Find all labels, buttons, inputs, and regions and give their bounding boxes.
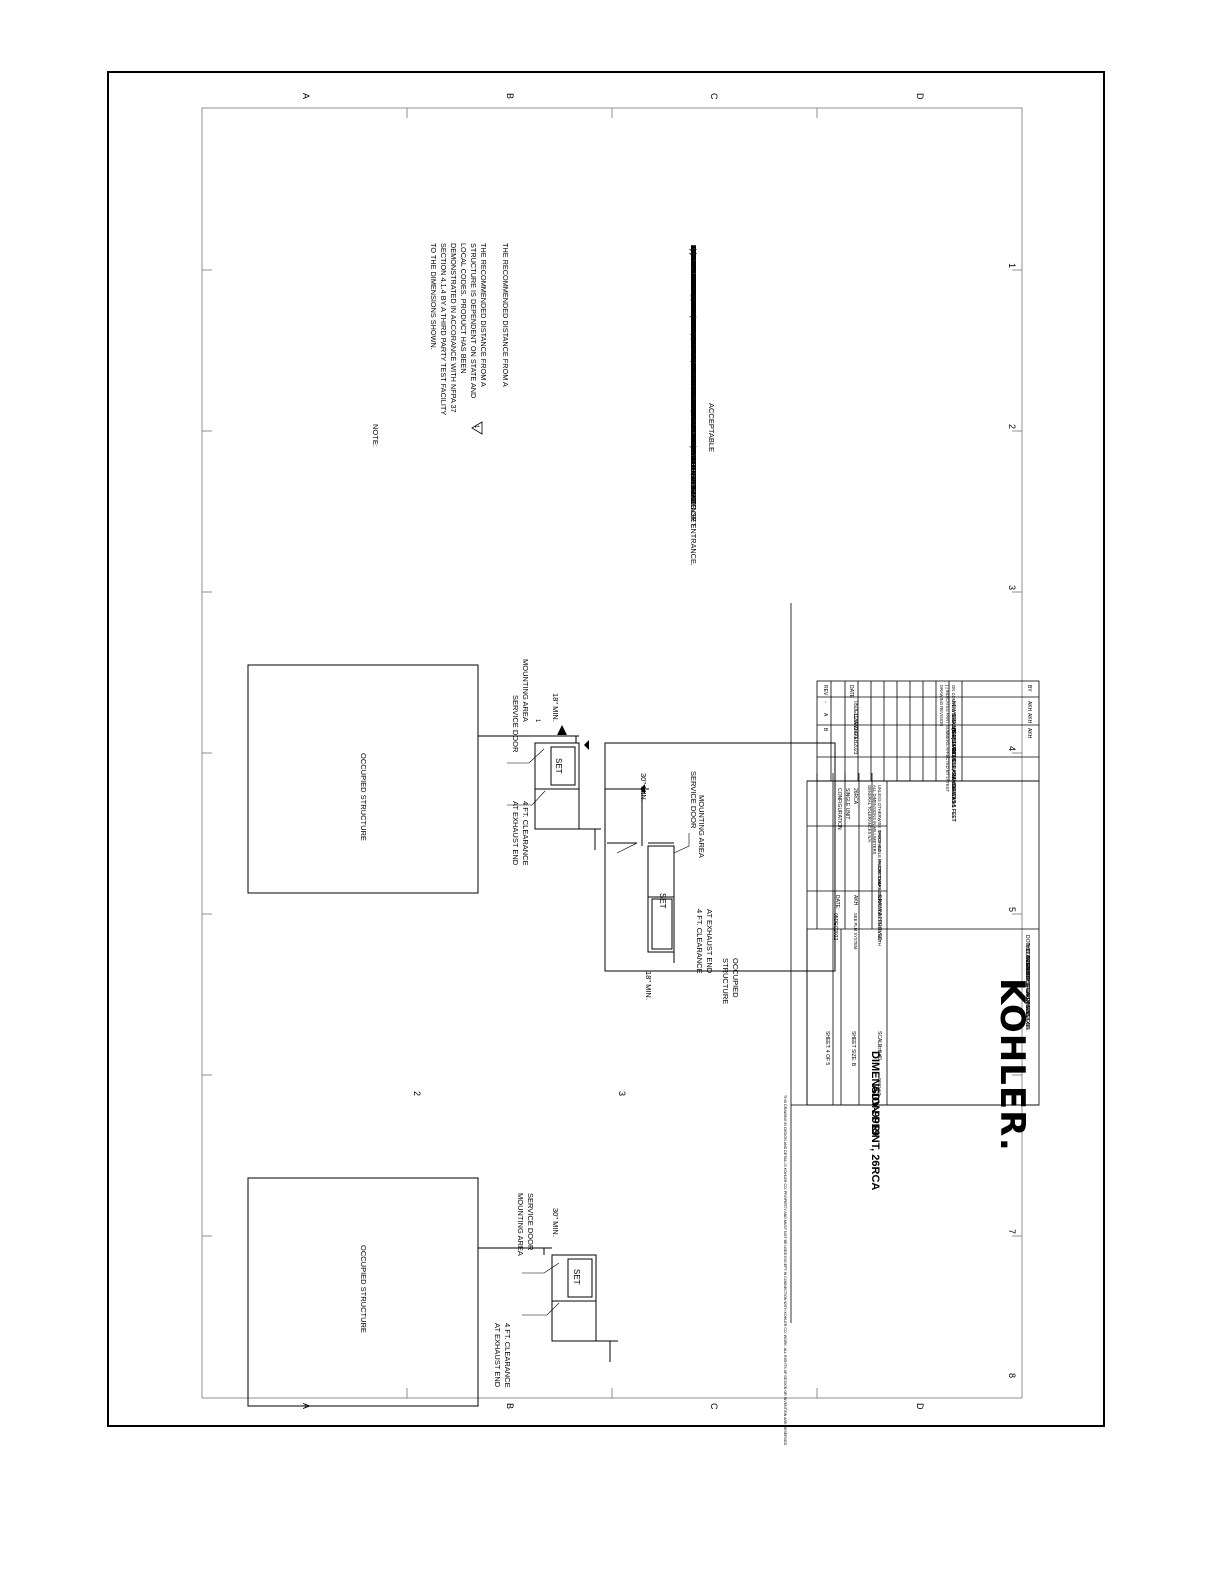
zone-top-1: 1 bbox=[1007, 263, 1017, 269]
structure-3-outline bbox=[247, 1177, 479, 1407]
zone-title-3: 3 bbox=[617, 1091, 627, 1097]
drawing-number: ADV-9919 bbox=[869, 1085, 881, 1136]
disclaimer: THIS DRAWING IN DESIGN AND DETAIL IS KOH… bbox=[783, 1095, 787, 1447]
rev-row-desc2: CLEARANCE, SEE SHEET 5 bbox=[950, 738, 956, 804]
drawn-date: 05DEC2022 bbox=[832, 913, 838, 941]
zone-side-d-right: D bbox=[915, 1403, 925, 1410]
structure-1-label: OCCUPIED STRUCTURE bbox=[359, 753, 368, 841]
clearance-label-1a: 4 FT. CLEARANCE bbox=[521, 801, 530, 866]
zone-top-5: 5 bbox=[1007, 907, 1017, 913]
zone-top-4: 4 bbox=[1007, 746, 1017, 752]
sheet-size-label: SHEET SIZE: B bbox=[850, 1031, 856, 1067]
kohler-logo: KOHLER. bbox=[992, 978, 1032, 1152]
note-label: NOTE: bbox=[371, 424, 380, 447]
service-door-label-3: SERVICE DOOR bbox=[526, 1193, 535, 1251]
title-block-lines bbox=[790, 603, 1040, 1323]
rev-header-rev: REV bbox=[822, 685, 828, 696]
approved-label: APPROVED: bbox=[876, 913, 882, 943]
rev-header-by: BY bbox=[1026, 685, 1032, 692]
note-line: STRUCTURE IS DEPENDENT ON STATE AND bbox=[469, 243, 478, 399]
rev-row-by: AKH bbox=[1026, 728, 1032, 739]
config-label-line: CONFIGURATION bbox=[836, 788, 842, 830]
note-line: SECTION 4.1.4 BY A THIRD PARTY TEST FACI… bbox=[439, 243, 448, 416]
revision-table-lines bbox=[816, 680, 1040, 782]
clearance-label-3a: 4 FT. CLEARANCE bbox=[503, 1323, 512, 1388]
min-18-label-2: 18" MIN. bbox=[644, 971, 653, 1000]
clearance-label-2b: AT EXHAUST END bbox=[705, 909, 714, 974]
set-2-label: SET bbox=[658, 893, 667, 909]
config-label-line: SINGLE UNIT bbox=[844, 788, 850, 820]
rev-header-desc3: DRAWING REVISION bbox=[939, 685, 944, 727]
landscape-drawing: 1 2 3 4 5 6 7 8 D C B A D C B A NOTE: 1 … bbox=[109, 73, 1107, 1446]
structure-2-label-b: STRUCTURE bbox=[721, 958, 730, 1005]
acceptable-item-line: 12) OVERHANGS AND AWNINGS MUST BE A MINI… bbox=[689, 245, 698, 529]
set-1-label: SET bbox=[554, 758, 563, 774]
zone-side-b-right: B bbox=[505, 1403, 515, 1410]
min-30-label-2: 30" MIN. bbox=[639, 773, 648, 802]
config-label-line: 26RCA bbox=[852, 788, 858, 805]
rev-row-by: AKH bbox=[1026, 701, 1032, 712]
zone-top-7: 7 bbox=[1007, 1229, 1017, 1235]
rev-row-by: AKH bbox=[1026, 713, 1032, 724]
rev-row-rev: - bbox=[822, 701, 828, 703]
zone-top-3: 3 bbox=[1007, 585, 1017, 591]
clearance-label-3b: AT EXHAUST END bbox=[493, 1323, 502, 1388]
service-door-label-1: SERVICE DOOR bbox=[511, 695, 520, 753]
note-marker: 1 bbox=[473, 425, 479, 429]
marker-1: 1 bbox=[534, 719, 540, 723]
drawn-by: AKH bbox=[852, 895, 858, 906]
zone-side-b: B bbox=[505, 93, 515, 100]
rev-header-date: DATE bbox=[848, 685, 854, 698]
note-line: THE RECOMMENDED DISTANCE FROM A bbox=[479, 243, 488, 387]
note-line: DEMONSTRATED IN ACCORANCE WITH NFPA 37 bbox=[449, 243, 458, 413]
mounting-area-label-3: MOUNTING AREA bbox=[516, 1193, 525, 1256]
mounting-area-label-1: MOUNTING AREA bbox=[521, 659, 530, 722]
zone-side-a-right: A bbox=[301, 1403, 311, 1410]
drawing-lines bbox=[201, 107, 1040, 1407]
clearance-label-1b: AT EXHAUST END bbox=[511, 801, 520, 866]
structure-2-outline bbox=[604, 742, 836, 972]
sheet-label: SHEET: 4 OF 5 bbox=[824, 1031, 830, 1066]
note-line: TO THE DIMENSIONS SHOWN. bbox=[429, 243, 438, 350]
drawing-sheet: 1 2 3 4 5 6 7 8 D C B A D C B A NOTE: 1 … bbox=[107, 71, 1107, 1446]
zone-side-a: A bbox=[301, 93, 311, 100]
zone-side-c-right: C bbox=[709, 1403, 719, 1410]
note-line: THE RECOMMENDED DISTANCE FROM A bbox=[501, 243, 510, 387]
tolerance-line: GENERAL TOLERANCES N/A bbox=[867, 785, 872, 843]
structure-2-label-a: OCCUPIED bbox=[731, 958, 740, 998]
min-30-label-3: 30" MIN. bbox=[551, 1208, 560, 1237]
rev-row-date: 14FEB2023 bbox=[852, 728, 858, 755]
structure-1-outline bbox=[247, 664, 479, 894]
min-18-label-1: 18" MIN. bbox=[551, 693, 560, 722]
structure-3-label: OCCUPIED STRUCTURE bbox=[359, 1245, 368, 1333]
rev-row-rev: A bbox=[822, 713, 828, 717]
zone-top-2: 2 bbox=[1007, 424, 1017, 430]
approved-by: SEE PLM SYSTEM bbox=[853, 913, 858, 950]
zone-title-2: 2 bbox=[412, 1091, 422, 1097]
mounting-area-label-2: MOUNTING AREA bbox=[697, 795, 706, 858]
note-triangle bbox=[471, 421, 483, 435]
date-label: DATE: bbox=[834, 895, 840, 910]
rev-row-rev: B bbox=[822, 728, 828, 732]
clearance-label-2a: 4 FT. CLEARANCE bbox=[695, 909, 704, 974]
set-3-label: SET bbox=[572, 1269, 581, 1285]
inner-border bbox=[201, 107, 1023, 1399]
note-line: LOCAL CODES. PRODUCT HAS BEEN bbox=[459, 243, 468, 374]
zone-top-8: 8 bbox=[1007, 1373, 1017, 1379]
acceptable-heading: ACCEPTABLE bbox=[707, 403, 716, 453]
zone-side-d: D bbox=[915, 93, 925, 100]
zone-side-c: C bbox=[709, 93, 719, 100]
